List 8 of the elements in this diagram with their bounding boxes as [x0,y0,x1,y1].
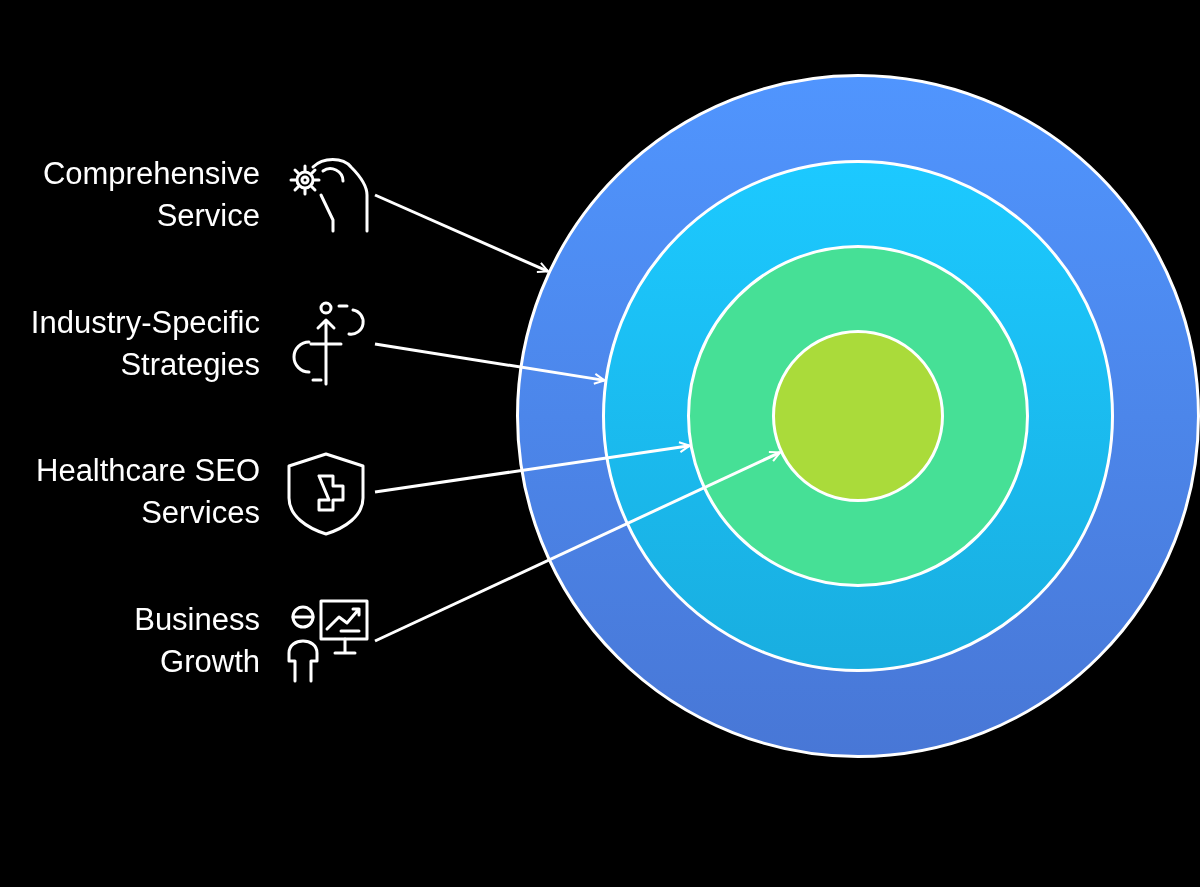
arrow [374,451,782,643]
label-text: Industry-Specific Strategies [29,304,260,384]
arrow [374,342,606,385]
arrow [374,441,691,494]
arrow [374,193,550,273]
label-text: Comprehensive Service [41,155,260,235]
label-text: Healthcare SEO Services [35,452,260,532]
label-text: Business Growth [133,601,260,681]
